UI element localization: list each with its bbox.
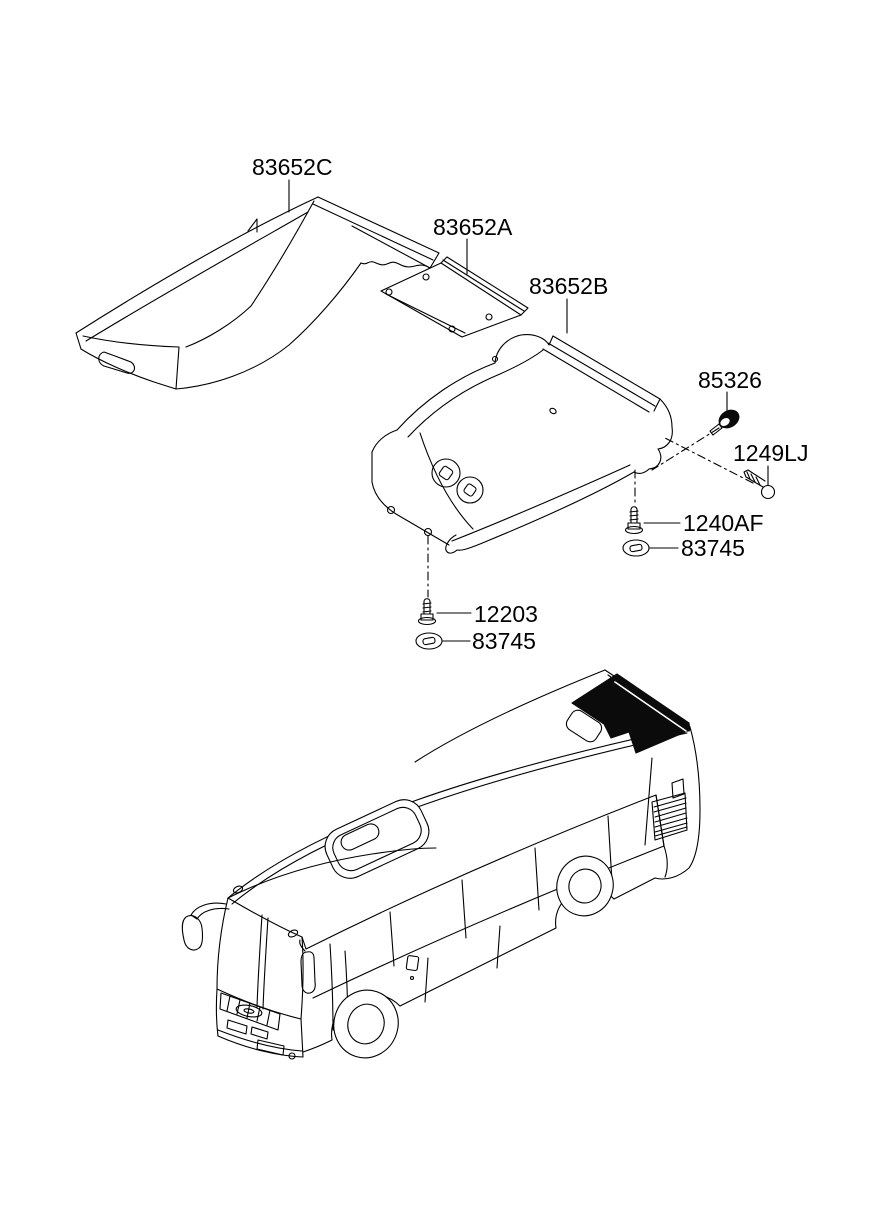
bus-ac-pod-vent	[340, 823, 380, 851]
callout-label-83652c: 83652C	[252, 154, 333, 180]
washer-lower-hole	[422, 636, 436, 646]
clip-stem	[709, 423, 723, 436]
bus-right-mirror	[299, 939, 316, 994]
washer-83745-lower	[415, 632, 443, 650]
bus-roof-markers	[232, 885, 299, 938]
panel-b-top-tab	[494, 334, 554, 364]
callout-label-83745-lower: 83745	[472, 628, 536, 654]
fastener-bolt-1240af	[624, 506, 644, 535]
bus-luggage-bay-lines	[424, 925, 501, 1003]
trim-panel-83652a-drawing	[380, 256, 529, 338]
screw-shank	[743, 469, 766, 488]
washer-upper-outer	[622, 539, 650, 557]
panel-b-collar	[396, 349, 544, 438]
panel-c-top-edge-inner	[85, 211, 309, 342]
bus-front-logo	[235, 1004, 263, 1018]
bus-roof-hatch	[565, 709, 603, 743]
panel-c-bottom-edge	[175, 262, 362, 390]
bolt-lower-flange	[417, 616, 437, 626]
bus-window-pillars	[389, 815, 613, 967]
bus-front-grille-hatch	[226, 995, 271, 1026]
leader-lines-dashdot	[427, 427, 754, 598]
clip-head-highlight	[720, 417, 730, 427]
panel-c-wavy-hook	[360, 261, 431, 269]
panel-b-crease	[419, 432, 474, 530]
washer-lower-outer	[415, 632, 443, 650]
callout-label-83652a: 83652A	[433, 214, 513, 240]
panel-a-inner-line	[385, 293, 466, 334]
bus-front-wheel-rim	[347, 1003, 385, 1045]
bus-windshield-split	[256, 914, 269, 1010]
leader-lines-solid	[288, 179, 769, 642]
bus-ac-pod-outer	[324, 799, 430, 879]
panel-b-flange-strip	[542, 335, 661, 413]
bus-roof-highlight-area	[571, 673, 691, 754]
callout-label-1249lj: 1249LJ	[733, 440, 808, 466]
bus-windshield	[216, 897, 304, 1020]
bus-rear-vent	[671, 778, 685, 799]
fastener-bolt-12203	[417, 598, 437, 626]
trim-panel-83652b-drawing	[371, 334, 673, 554]
callout-label-85326: 85326	[698, 367, 762, 393]
callout-label-83652b: 83652B	[529, 273, 608, 299]
panel-b-left-edge	[371, 429, 450, 546]
bus-rear-grille-slats	[653, 797, 688, 837]
bus-front-wheel-tire	[333, 989, 399, 1059]
bus-front-lower	[215, 988, 304, 1058]
panel-c-flange-strip	[312, 196, 440, 269]
bus-left-mirror	[181, 902, 230, 951]
bolt-lower-threads	[422, 598, 432, 615]
panel-c-end-box	[75, 332, 180, 390]
screw-head	[760, 484, 776, 500]
trim-panel-83652c-drawing	[75, 196, 440, 390]
bus-illustration	[181, 669, 701, 1060]
callout-label-83745-upper: 83745	[681, 535, 745, 561]
bus-fuel-door	[405, 955, 420, 972]
callout-label-1240af: 1240AF	[683, 510, 764, 536]
panel-b-speaker-hole-1-inner	[438, 465, 454, 481]
panel-b-right-bracket	[633, 398, 673, 474]
panel-b-bottom-inner-line	[451, 464, 631, 542]
bolt-upper-flange	[624, 525, 644, 535]
panel-c-creases	[185, 200, 315, 348]
panel-b-speaker-hole-2-inner	[463, 483, 477, 497]
callout-label-12203: 12203	[474, 601, 538, 627]
washer-upper-hole	[629, 543, 643, 553]
bus-fuel-door-dot	[409, 975, 415, 981]
panel-b-speaker-hole-1	[431, 458, 461, 488]
panel-b-speaker-hole-2	[456, 476, 484, 504]
bus-front-logo-inner	[243, 1008, 255, 1014]
panel-b-small-holes	[386, 355, 557, 537]
panel-c-corner-tab	[247, 218, 258, 233]
bus-rear-right-edge	[654, 726, 701, 880]
bus-rear-wheel-rim	[568, 868, 602, 904]
fastener-screw-1249lj	[743, 469, 776, 500]
bus-roof-far-edge	[414, 669, 606, 763]
bus-front-bumper-details	[226, 1019, 296, 1060]
panel-b-bottom-edge	[445, 471, 635, 554]
panel-a-screw-holes	[385, 273, 493, 333]
bus-window-band	[301, 794, 665, 999]
bus-front-roof-dome	[227, 847, 437, 899]
fastener-clip-85326	[709, 409, 740, 436]
bus-roof-highlight-rib	[614, 681, 687, 732]
panel-a-flange-strip	[440, 256, 529, 316]
callout-leader-lines	[288, 179, 769, 642]
bus-ac-pod-inner	[332, 806, 422, 872]
panel-c-top-edge	[75, 196, 319, 334]
bus-rear-quarter-lines	[644, 757, 668, 878]
washer-83745-upper	[622, 539, 650, 557]
bus-rear-wheel-tire	[556, 855, 614, 917]
panel-c-end-tongue	[98, 351, 136, 374]
bolt-upper-threads	[629, 506, 639, 524]
bus-rear-grille	[651, 792, 688, 841]
